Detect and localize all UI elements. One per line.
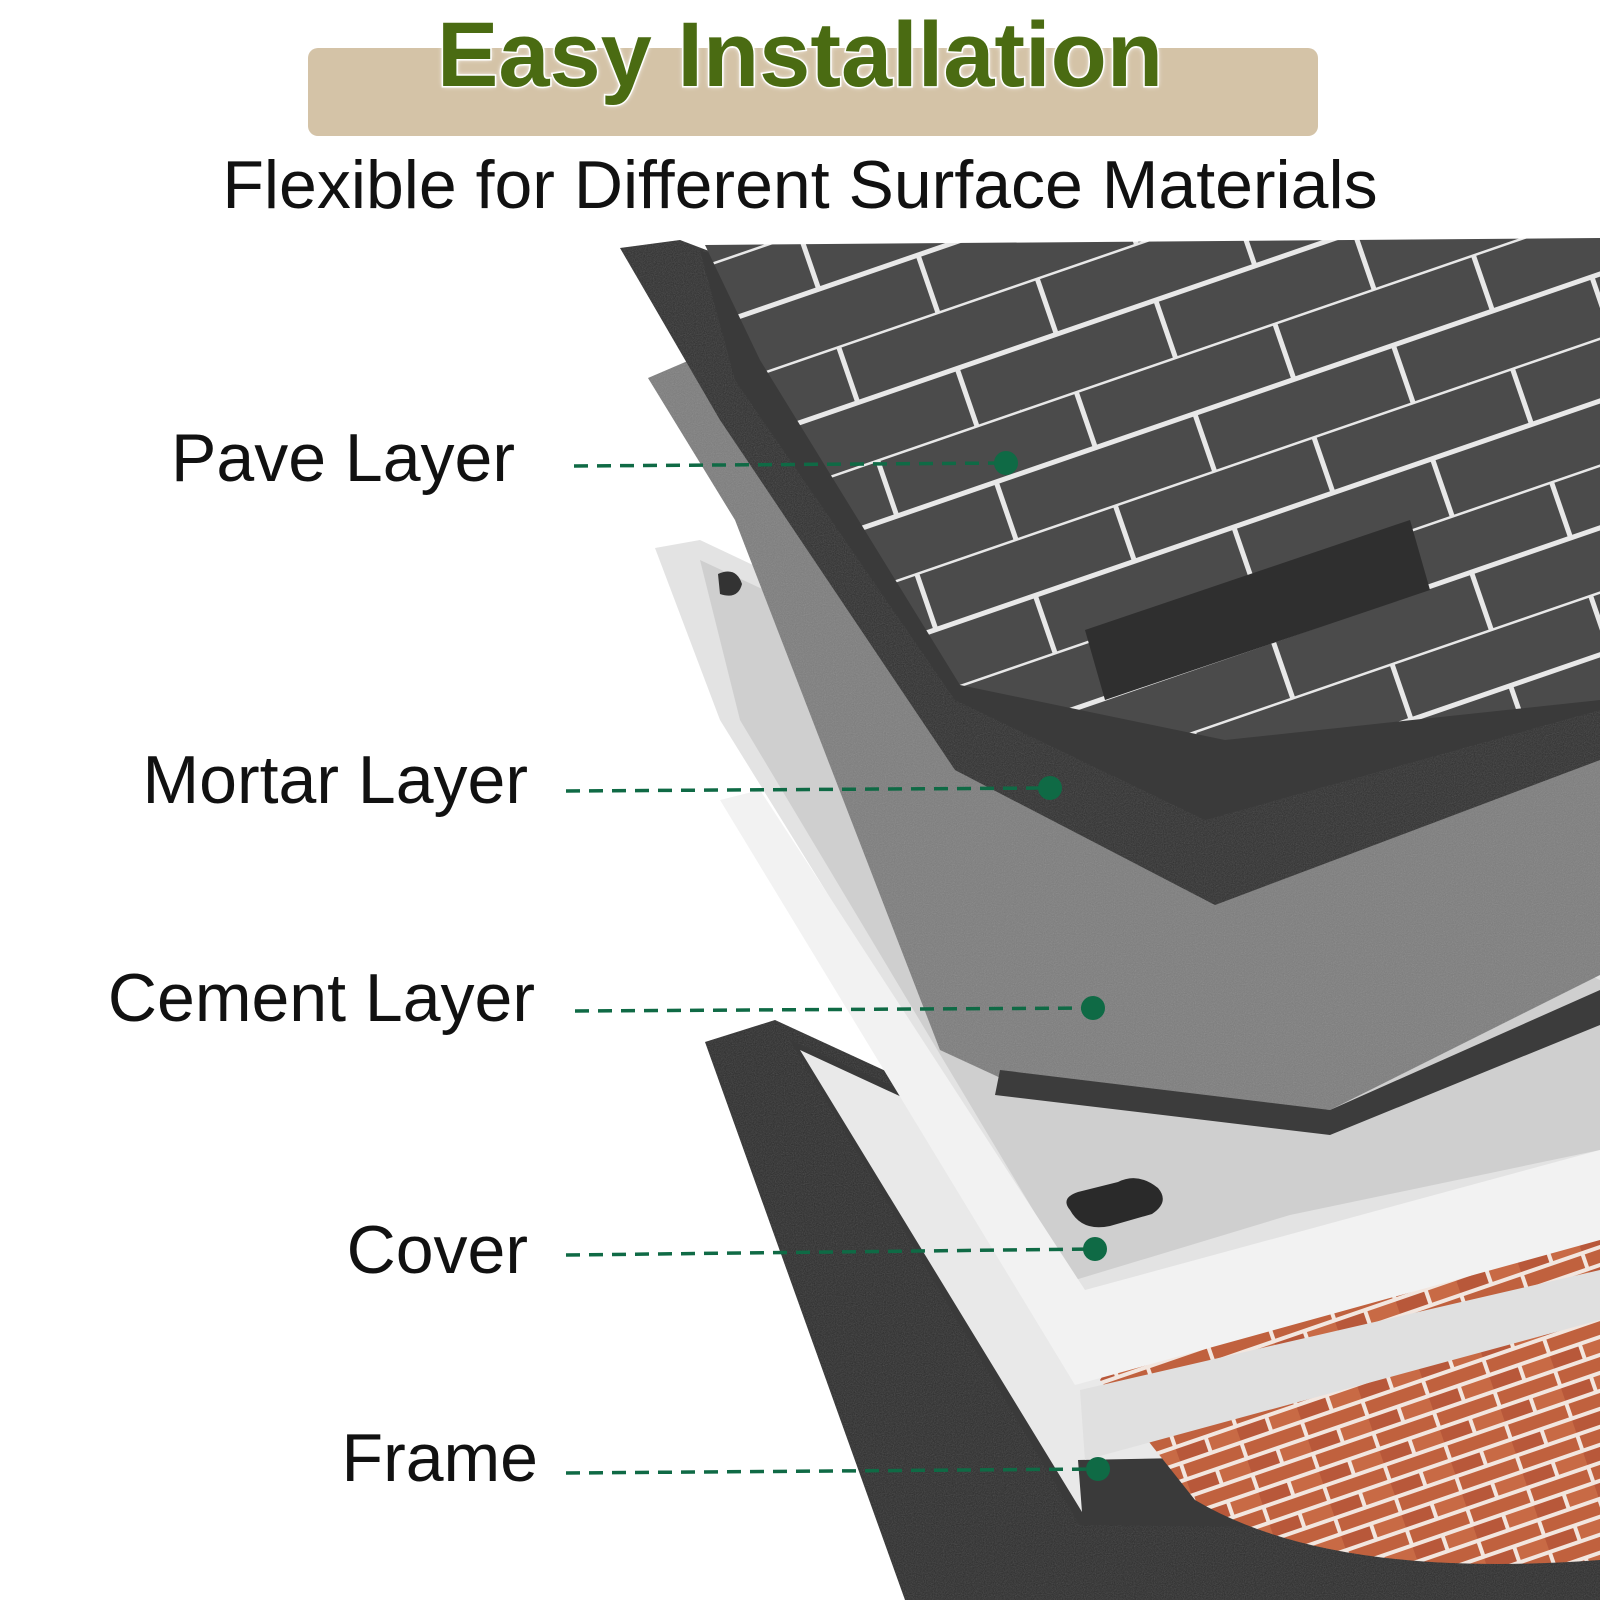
label-pave-layer: Pave Layer — [171, 420, 515, 496]
leader-dot-cover — [1083, 1237, 1107, 1261]
cover-strip-1 — [720, 790, 1600, 1385]
leader-dot-mortar-layer — [1038, 776, 1062, 800]
page-subtitle: Flexible for Different Surface Materials — [222, 147, 1378, 223]
title-banner — [308, 48, 1318, 136]
cement-side — [995, 990, 1600, 1135]
leader-line-frame — [565, 1467, 1099, 1475]
leader-line-cement-layer — [574, 1006, 1094, 1013]
label-mortar-layer: Mortar Layer — [142, 742, 528, 818]
cover-strip-2 — [1080, 1270, 1600, 1460]
pave-dark-tile — [1085, 520, 1430, 700]
leader-dot-cement-layer — [1081, 996, 1105, 1020]
leader-lines — [565, 451, 1110, 1481]
cover-handle-icon — [718, 571, 742, 596]
label-cover: Cover — [346, 1212, 528, 1288]
leader-line-cover — [565, 1247, 1096, 1257]
leader-line-mortar-layer — [565, 786, 1051, 793]
keyhole-icon — [1066, 1178, 1163, 1228]
leader-dot-frame — [1086, 1457, 1110, 1481]
pave-layer — [705, 238, 1600, 740]
label-cement-layer: Cement Layer — [107, 960, 535, 1036]
leader-line-pave-layer — [573, 461, 1007, 468]
page-title: Easy Installation — [435, 3, 1164, 108]
label-frame: Frame — [341, 1420, 538, 1496]
leader-dot-pave-layer — [994, 451, 1018, 475]
